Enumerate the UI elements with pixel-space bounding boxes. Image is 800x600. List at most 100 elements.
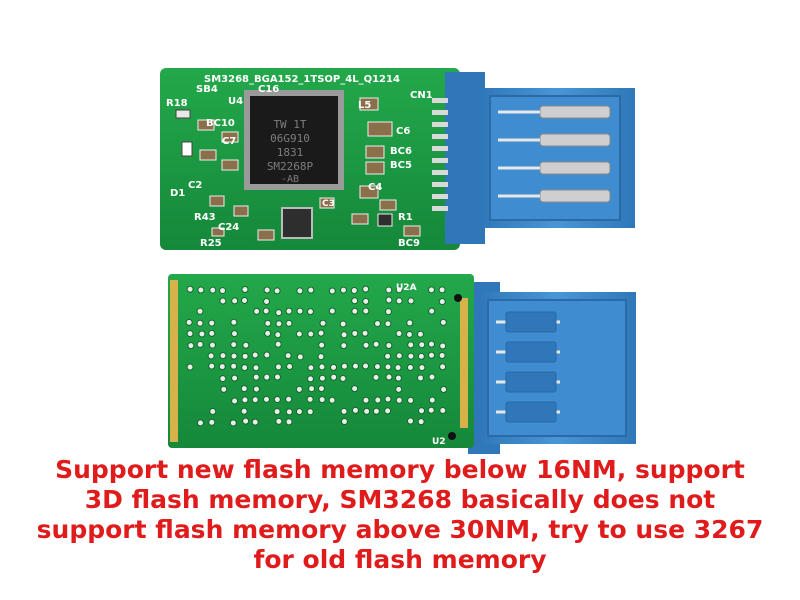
caption-line-1: Support new flash memory below 16NM, sup…	[55, 455, 745, 484]
via	[427, 286, 435, 294]
label-cn1: CN1	[410, 90, 433, 101]
label-l5: L5	[358, 100, 371, 111]
via	[196, 340, 204, 348]
via	[384, 363, 392, 371]
via	[253, 307, 261, 315]
via	[196, 319, 204, 327]
label-c3: C3	[322, 199, 335, 209]
controller-chip: TW 1T 06G910 1831 SM2268P -AB	[244, 90, 344, 190]
via	[395, 297, 403, 305]
via	[340, 407, 348, 415]
label-d1: D1	[170, 188, 185, 199]
via	[428, 396, 436, 404]
via	[438, 286, 446, 294]
via	[230, 341, 238, 349]
via	[407, 396, 415, 404]
via	[264, 329, 272, 337]
via	[240, 407, 248, 415]
label-r18: R18	[166, 98, 188, 109]
via	[241, 296, 249, 304]
via	[407, 341, 415, 349]
via	[273, 408, 281, 416]
via	[230, 362, 238, 370]
label-c2: C2	[188, 180, 202, 191]
via	[219, 287, 227, 295]
via	[219, 297, 227, 305]
via	[439, 363, 447, 371]
via	[407, 352, 415, 360]
chip-line-2: 06G910	[270, 132, 310, 145]
inductor	[281, 207, 313, 239]
via	[362, 362, 370, 370]
via	[231, 397, 239, 405]
via	[230, 352, 238, 360]
label-bc5: BC5	[390, 160, 412, 171]
label-bc10: BC10	[206, 118, 235, 129]
via	[384, 352, 392, 360]
via	[209, 286, 217, 294]
via	[251, 396, 259, 404]
via	[328, 287, 336, 295]
via	[384, 395, 392, 403]
via	[241, 396, 249, 404]
via	[395, 286, 403, 294]
via	[350, 287, 358, 295]
chip-line-1: TW 1T	[273, 118, 306, 131]
via	[220, 385, 228, 393]
via	[372, 340, 380, 348]
via	[361, 329, 369, 337]
label-u2: U2	[432, 437, 446, 447]
via	[219, 375, 227, 383]
via	[339, 286, 347, 294]
label-c7: C7	[222, 136, 236, 147]
via	[374, 396, 382, 404]
via	[362, 297, 370, 305]
via	[231, 297, 239, 305]
via	[284, 352, 292, 360]
via	[318, 363, 326, 371]
via	[330, 373, 338, 381]
via	[296, 307, 304, 315]
caption: Support new flash memory below 16NM, sup…	[20, 455, 780, 575]
via	[274, 331, 282, 339]
via	[196, 419, 204, 427]
via	[385, 342, 393, 350]
top-usb-connector	[445, 72, 635, 244]
via	[439, 318, 447, 326]
via	[196, 307, 204, 315]
via	[252, 364, 260, 372]
via	[285, 319, 293, 327]
via	[339, 374, 347, 382]
via	[395, 385, 403, 393]
via	[362, 285, 370, 293]
via	[384, 320, 392, 328]
mount-dot-bottom	[448, 432, 456, 440]
via	[351, 329, 359, 337]
via	[373, 363, 381, 371]
via	[406, 319, 414, 327]
via	[417, 418, 425, 426]
caption-line-3: support flash memory above 30NM, try to …	[36, 515, 764, 544]
via	[295, 408, 303, 416]
via	[328, 307, 336, 315]
via	[427, 351, 435, 359]
via	[187, 342, 195, 350]
via	[428, 373, 436, 381]
via	[262, 307, 270, 315]
via	[242, 417, 250, 425]
via	[417, 352, 425, 360]
chip-line-5: -AB	[281, 174, 299, 185]
via	[208, 362, 216, 370]
via	[407, 297, 415, 305]
via	[230, 330, 238, 338]
top-edge-pins	[432, 98, 448, 211]
via	[308, 385, 316, 393]
via	[317, 329, 325, 337]
via	[406, 364, 414, 372]
via	[186, 330, 194, 338]
via	[318, 396, 326, 404]
caption-line-2: 3D flash memory, SM3268 basically does n…	[84, 485, 716, 514]
via	[330, 363, 338, 371]
via	[208, 418, 216, 426]
